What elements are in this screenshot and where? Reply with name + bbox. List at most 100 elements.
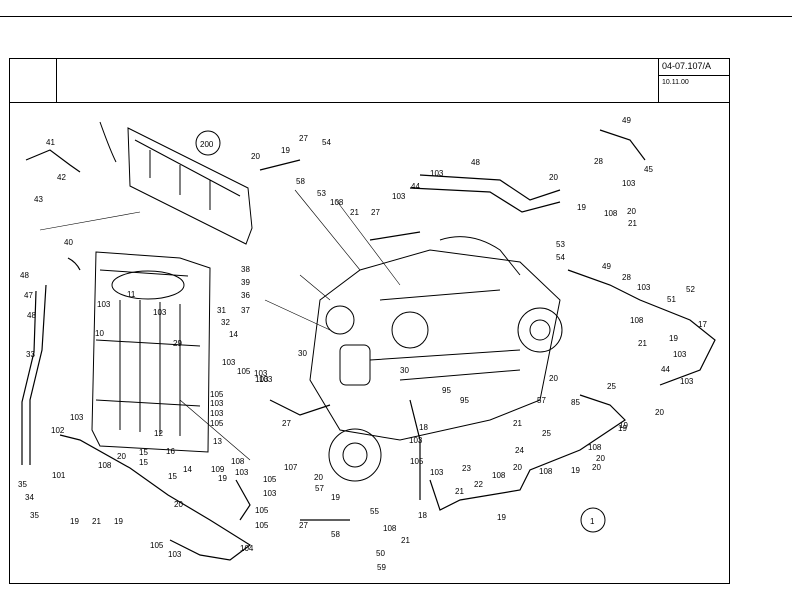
part-label: 103 [392,192,406,201]
part-label: 50 [376,549,385,558]
part-label: 19 [497,513,506,522]
part-label: 108 [604,209,618,218]
title-block-right-divider [658,58,659,102]
part-label: 20 [627,207,636,216]
part-label: 101 [52,471,66,480]
engine-block [309,236,563,482]
part-label: 19 [669,334,678,343]
part-label: 108 [98,461,112,470]
part-label: 22 [474,480,483,489]
part-label: 49 [602,262,611,271]
part-label: 30 [298,349,307,358]
part-label: 59 [377,563,386,572]
part-label: 21 [455,487,464,496]
part-label: 103 [409,436,423,445]
part-label: 105 [255,521,269,530]
part-label: 103 [637,283,651,292]
part-label: 19 [571,466,580,475]
part-label: 41 [46,138,55,147]
part-label: 12 [154,429,163,438]
part-label: 47 [24,291,33,300]
part-label: 15 [168,472,177,481]
part-label: 40 [64,238,73,247]
part-label: 19 [281,146,290,155]
part-label: 103 [680,377,694,386]
part-label: 39 [241,278,250,287]
part-label: 108 [539,467,553,476]
part-label: 103 [235,468,249,477]
top-rule [0,16,792,17]
part-label: 19 [218,474,227,483]
part-label: 18 [418,511,427,520]
drawing-frame [9,58,730,584]
part-label: 19 [114,517,123,526]
part-label: 19 [577,203,586,212]
part-label: 37 [241,306,250,315]
part-label: 25 [607,382,616,391]
part-label: 103 [210,409,224,418]
part-label: 13 [213,437,222,446]
part-label: 105 [255,506,269,515]
part-label: 43 [34,195,43,204]
part-label: 44 [661,365,670,374]
part-label: 108 [588,443,602,452]
part-label: 21 [92,517,101,526]
part-label: 29 [173,339,182,348]
part-label: 54 [322,138,331,147]
part-label: 20 [549,173,558,182]
part-label: 105 [263,475,277,484]
part-label: 34 [25,493,34,502]
part-label: 31 [217,306,226,315]
part-label: 108 [330,198,344,207]
part-label: 105 [150,541,164,550]
part-label: 20 [174,500,183,509]
part-label: 27 [282,419,291,428]
part-label: 57 [537,396,546,405]
part-label: 108 [231,457,245,466]
part-label: 103 [673,350,687,359]
expansion-tank [99,121,253,245]
part-label: 24 [515,446,524,455]
part-label: 25 [542,429,551,438]
part-label: 20 [513,463,522,472]
part-label: 103 [430,468,444,477]
part-label: 27 [371,208,380,217]
part-label: 108 [630,316,644,325]
part-label: 48 [20,271,29,280]
document-date: 10.11.00 [662,79,689,86]
part-label: 103 [430,169,444,178]
part-label: 108 [383,524,397,533]
callout-circle-200 [195,130,221,156]
part-label: 57 [315,484,324,493]
part-label: 104 [240,544,254,553]
part-label: 28 [622,273,631,282]
part-label: 33 [26,350,35,359]
part-label: 53 [317,189,326,198]
part-label: 23 [462,464,471,473]
part-label: 21 [350,208,359,217]
part-label: 14 [183,465,192,474]
part-label: 103 [222,358,236,367]
part-label: 19 [70,517,79,526]
part-label: 28 [594,157,603,166]
callout-circle-1 [580,507,606,533]
part-label: 55 [370,507,379,516]
part-label: 42 [57,173,66,182]
part-label: 16 [166,447,175,456]
part-label: 107 [284,463,298,472]
part-label: 20 [117,452,126,461]
part-label: 21 [513,419,522,428]
part-label: 103 [210,399,224,408]
part-label: 103 [255,375,269,384]
part-label: 20 [592,463,601,472]
part-label: 30 [400,366,409,375]
part-label: 53 [556,240,565,249]
part-label: 102 [51,426,65,435]
part-label: 103 [70,413,84,422]
part-label: 20 [549,374,558,383]
part-label: 52 [686,285,695,294]
part-label: 58 [296,177,305,186]
title-block-left-divider [56,58,57,102]
part-label: 38 [241,265,250,274]
